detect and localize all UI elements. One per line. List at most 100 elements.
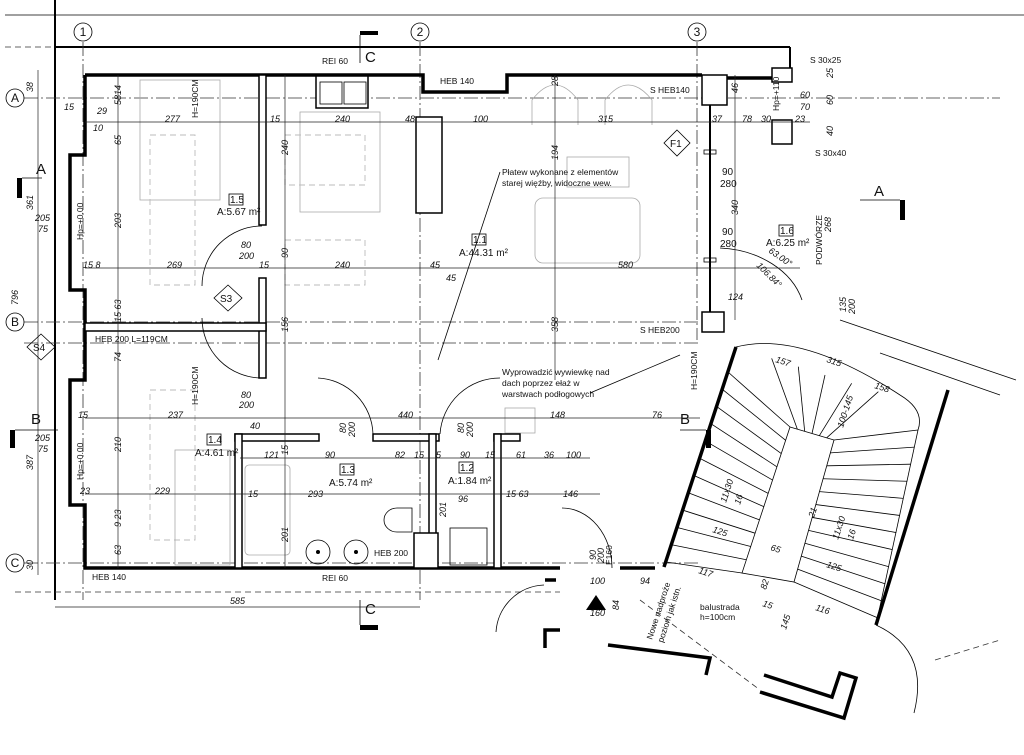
drawing-line — [449, 527, 488, 566]
dimension-label: 440 — [398, 410, 413, 420]
dimension-label: 201 — [280, 527, 290, 543]
frame-lines — [5, 0, 1024, 600]
label: HEB 140 — [92, 572, 126, 582]
dimension-label: 146 — [563, 489, 578, 499]
walls — [68, 67, 793, 676]
stair-tread — [722, 388, 786, 441]
drawing-line — [5, 88, 25, 108]
dimension-label: 96 — [458, 494, 468, 504]
dimension-label: 45 — [430, 260, 441, 270]
dimension-label: 9 23 — [113, 509, 123, 527]
drawing-line — [372, 433, 440, 442]
dimension-label: 15 8 — [83, 260, 101, 270]
dimension-label: 148 — [550, 410, 565, 420]
stair-tread — [801, 555, 886, 585]
drawing-line — [703, 257, 717, 263]
dimension-label: 15 — [248, 489, 259, 499]
dimension-label: 80 — [456, 423, 466, 433]
drawing-line — [383, 507, 413, 533]
stair-tread — [830, 446, 915, 454]
dimension-label: 135 — [838, 296, 848, 312]
element-labels: REI 60 REI 60 HEB 140 HEB 140 S HEB140 S… — [75, 55, 846, 622]
drawing-line — [201, 225, 263, 287]
label: 2 — [417, 25, 424, 39]
drawing-line — [317, 377, 374, 435]
label: PODWÓRZE — [814, 215, 824, 265]
drawing-line — [17, 178, 22, 198]
dimension-label: 60 — [825, 95, 835, 105]
label: HEB 200 — [374, 548, 408, 558]
staircase — [586, 319, 1017, 721]
dimension-label: 45 — [446, 273, 457, 283]
drawing-line — [73, 22, 93, 42]
grid-axis-3: 3 — [687, 22, 707, 42]
entry-arrow-icon — [586, 595, 606, 610]
tag-s4: S4 — [26, 333, 56, 361]
drawing-line — [663, 343, 920, 626]
dimension-label: 277 — [164, 114, 181, 124]
stair-tread — [797, 568, 882, 602]
stair-tread — [826, 391, 879, 439]
dimension-label: 201 — [438, 502, 448, 518]
stair-tread — [688, 492, 760, 521]
stair-tread — [812, 517, 897, 533]
dimension-label: 200 — [238, 251, 254, 261]
stair-tread — [808, 529, 893, 551]
drawing-line — [213, 284, 243, 312]
label: Hp=+110 — [771, 76, 781, 111]
grid-axis-a: A — [5, 88, 25, 108]
label: A — [874, 183, 884, 200]
dimension-label: 100 — [590, 576, 605, 586]
dimension-label: 80 — [241, 390, 251, 400]
drawing-line — [531, 84, 653, 125]
stair-tread — [710, 423, 778, 468]
drawing-line — [566, 156, 630, 188]
dimension-label: 200 — [847, 299, 857, 315]
dimension-label: 15 — [78, 410, 89, 420]
dimension-label: 100 — [473, 114, 488, 124]
dimension-label: 106.84° — [755, 260, 784, 289]
drawing-line — [258, 74, 267, 226]
drawing-line — [174, 449, 231, 566]
drawing-line — [5, 553, 25, 573]
label: 1.4 — [208, 435, 222, 446]
label: 1 — [80, 25, 87, 39]
furniture — [139, 74, 653, 566]
dimension-label: 5814 — [113, 85, 123, 105]
section-marks: A A B B C C — [10, 31, 905, 630]
dimension-label: 124 — [728, 292, 743, 302]
stair-tread — [705, 440, 773, 481]
dimension-label: 16 — [845, 528, 858, 541]
drawing-line — [589, 354, 681, 394]
dimension-label: 90 — [280, 248, 290, 258]
label: Wyprowadzić wywiewkę nad — [502, 367, 610, 377]
label: REI 60 — [322, 573, 348, 583]
drawing-line — [149, 134, 196, 286]
dimension-label: 125 — [711, 524, 729, 538]
label: A — [36, 161, 46, 178]
dimension-label: 145 — [778, 612, 792, 630]
dimension-label: 15 — [761, 598, 775, 611]
drawing-line — [228, 193, 244, 206]
dimension-label: 80 — [338, 423, 348, 433]
dimension-label: 580 — [618, 260, 633, 270]
label: Hp=+0.00 — [75, 202, 85, 240]
dimension-label: 340 — [730, 200, 740, 215]
drawing-line — [759, 670, 859, 721]
dimension-label: 30 — [761, 114, 771, 124]
drawing-line — [410, 22, 430, 42]
stair-tread — [823, 478, 908, 482]
dimension-label: 40 — [250, 421, 260, 431]
label: A:5.74 m² — [329, 478, 373, 489]
tag-f1: F1 — [663, 129, 691, 157]
drawing-line — [701, 311, 725, 333]
dimension-texts: 38 361 796 387 30 205 75 205 75 15 29 10… — [10, 67, 891, 631]
drawing-line — [437, 171, 501, 361]
drawing-line — [778, 224, 794, 237]
drawing-line — [687, 22, 707, 42]
dimension-label: 315 — [598, 114, 614, 124]
drawing-line — [343, 81, 367, 105]
drawing-line — [319, 81, 343, 105]
drawing-line — [85, 73, 702, 94]
room-labels: 1.1A:44.31 m² 1.2A:1.84 m² 1.3A:5.74 m² … — [195, 193, 810, 489]
